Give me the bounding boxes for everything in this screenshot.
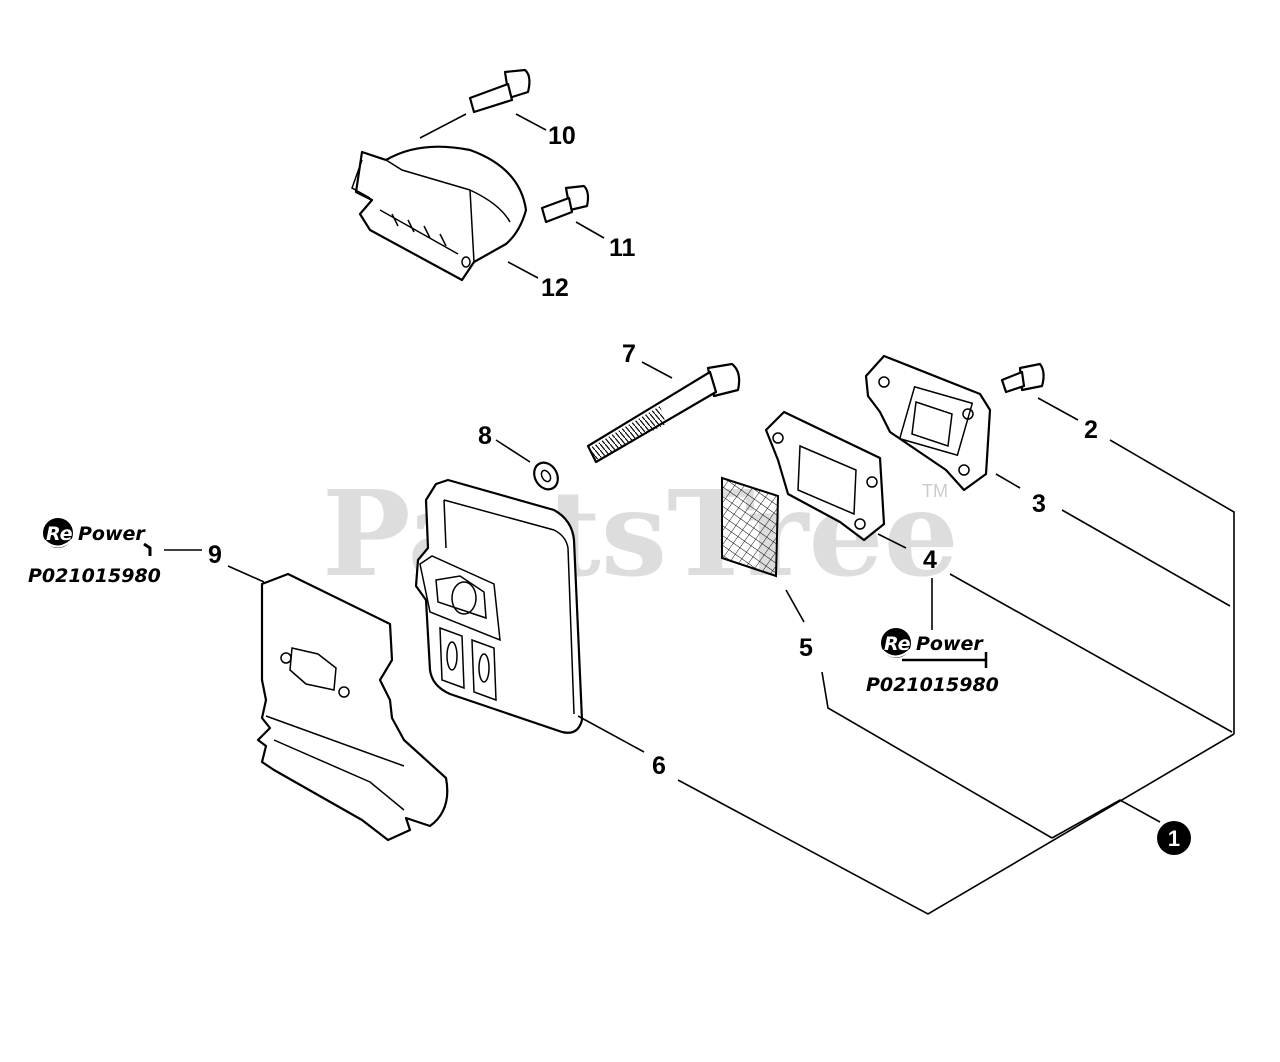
- part-gasket-4[interactable]: [764, 410, 886, 542]
- callout-3[interactable]: 3: [1032, 490, 1046, 518]
- repower-badge-right[interactable]: Re Power P021015980: [866, 628, 999, 696]
- repower-prefix-right: Re: [884, 633, 911, 655]
- repower-part-number-right: P021015980: [866, 674, 999, 696]
- part-muffler-6[interactable]: [414, 478, 584, 734]
- assembly-number-icon: [1157, 821, 1191, 855]
- repower-prefix-left: Re: [46, 523, 73, 545]
- callout-4[interactable]: 4: [923, 546, 937, 574]
- callout-7[interactable]: 7: [622, 340, 636, 368]
- callout-2[interactable]: 2: [1084, 416, 1098, 444]
- callout-8[interactable]: 8: [478, 422, 492, 450]
- part-screw-10[interactable]: [468, 68, 531, 114]
- callout-5[interactable]: 5: [799, 634, 813, 662]
- part-muffler-cover-12[interactable]: [351, 145, 528, 282]
- part-bracket-9[interactable]: [256, 572, 449, 842]
- watermark-trademark: TM: [922, 481, 948, 501]
- part-washer-8[interactable]: [529, 458, 562, 493]
- repower-suffix-right: Power: [916, 633, 984, 655]
- callout-1-assembly[interactable]: 1: [1157, 821, 1191, 855]
- part-bolt-7[interactable]: [586, 362, 741, 464]
- part-spark-screen-5[interactable]: [721, 476, 780, 578]
- repower-badge-left[interactable]: Re Power P021015980: [28, 518, 161, 587]
- callout-1: 1: [1168, 826, 1180, 851]
- callout-9[interactable]: 9: [208, 541, 222, 569]
- repower-part-number-left: P021015980: [28, 565, 161, 587]
- part-flange-3[interactable]: [864, 354, 992, 492]
- callout-11[interactable]: 11: [609, 234, 636, 262]
- leader-lines: [164, 113, 1235, 915]
- callout-6[interactable]: 6: [652, 752, 666, 780]
- part-screw-11[interactable]: [540, 184, 590, 224]
- callout-10[interactable]: 10: [548, 122, 576, 150]
- part-screw-2[interactable]: [1000, 362, 1045, 394]
- callout-12[interactable]: 12: [541, 274, 569, 302]
- repower-logo-icon: [881, 628, 913, 658]
- repower-suffix-left: Power: [78, 523, 146, 545]
- repower-logo-icon: [43, 518, 75, 548]
